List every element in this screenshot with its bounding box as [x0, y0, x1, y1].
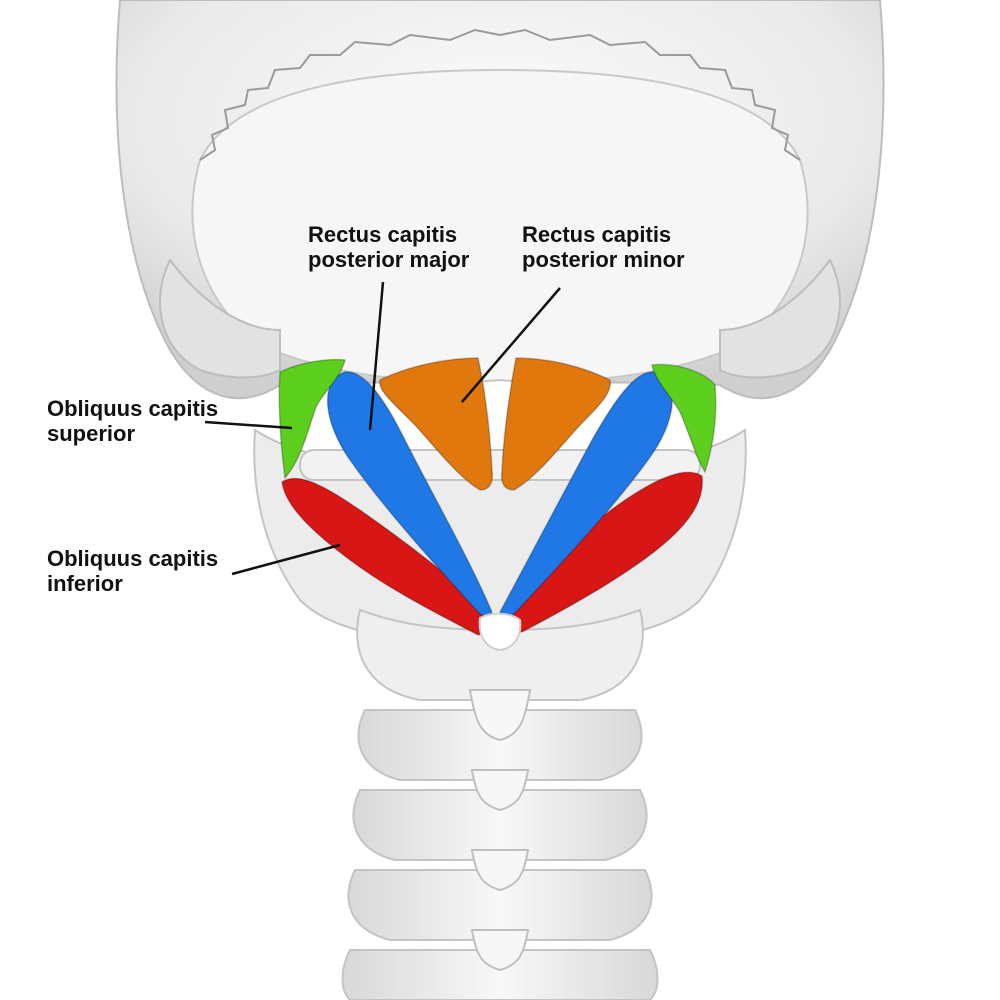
spinous-process-c3	[470, 769, 530, 812]
leader-lines	[204, 281, 561, 576]
c2-spinous-tip	[478, 612, 522, 652]
leader-line-oci	[231, 543, 341, 576]
label-line: posterior minor	[522, 247, 685, 272]
label-line: Rectus capitis	[522, 222, 672, 247]
obliquus-capitis-superior-right	[651, 363, 717, 474]
label-obliquus-capitis-superior: Obliquus capitis superior	[47, 396, 218, 446]
label-line: superior	[47, 421, 136, 446]
label-rectus-capitis-posterior-major: Rectus capitis posterior major	[308, 222, 469, 272]
label-line: Rectus capitis	[308, 222, 458, 247]
leader-line-ocs	[204, 420, 293, 430]
rectus-capitis-posterior-minor-right	[500, 357, 612, 491]
lambdoid-suture	[199, 28, 801, 161]
label-line: Obliquus capitis	[47, 546, 219, 571]
obliquus-capitis-superior-left	[278, 358, 346, 480]
rectus-capitis-posterior-minor-left	[379, 357, 494, 491]
axis-vertebra	[356, 608, 644, 701]
label-line: Obliquus capitis	[47, 396, 219, 421]
spinous-process-c4	[470, 849, 530, 892]
vertebra-c6	[341, 949, 659, 1000]
leader-line-rcpmin	[461, 287, 561, 403]
suboccipital-muscles	[278, 357, 717, 652]
mastoid-right	[719, 258, 841, 379]
label-line: inferior	[47, 571, 123, 596]
spinous-process-c5	[470, 929, 530, 972]
label-rectus-capitis-posterior-minor: Rectus capitis posterior minor	[522, 222, 685, 272]
label-line: posterior major	[308, 247, 470, 272]
vertebra-c3	[357, 709, 643, 781]
skull	[115, 0, 885, 400]
mastoid-left	[159, 258, 281, 379]
label-obliquus-capitis-inferior: Obliquus capitis inferior	[47, 546, 218, 596]
vertebra-c5	[347, 869, 653, 941]
spinous-process-c2	[468, 689, 532, 742]
occipital-bone	[191, 68, 809, 383]
vertebra-c4	[352, 789, 648, 861]
leader-line-rcpmaj	[368, 281, 385, 431]
